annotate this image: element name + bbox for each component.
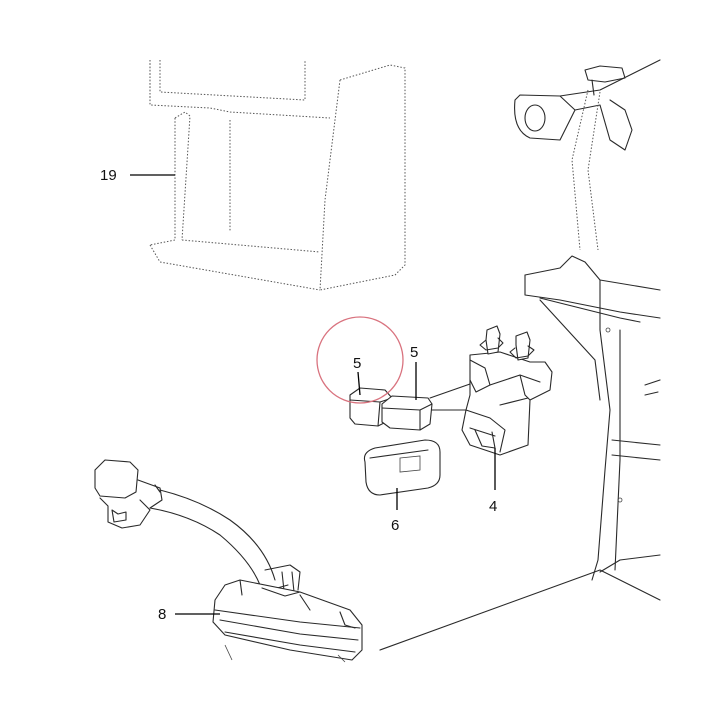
part-6-cap	[363, 439, 441, 496]
part-19-housing	[149, 60, 406, 291]
callout-5-circled: 5	[353, 355, 361, 372]
part-8-connector-harness	[94, 459, 363, 663]
leader-lines	[130, 174, 496, 615]
callout-6: 6	[391, 517, 399, 534]
callout-8: 8	[158, 606, 166, 623]
callout-19: 19	[100, 167, 117, 184]
frame-structure	[379, 59, 661, 651]
callout-5: 5	[410, 344, 418, 361]
highlight-circle	[316, 316, 404, 404]
part-4-bracket	[429, 325, 553, 456]
part-5-block	[381, 395, 433, 431]
callout-4: 4	[489, 498, 497, 515]
